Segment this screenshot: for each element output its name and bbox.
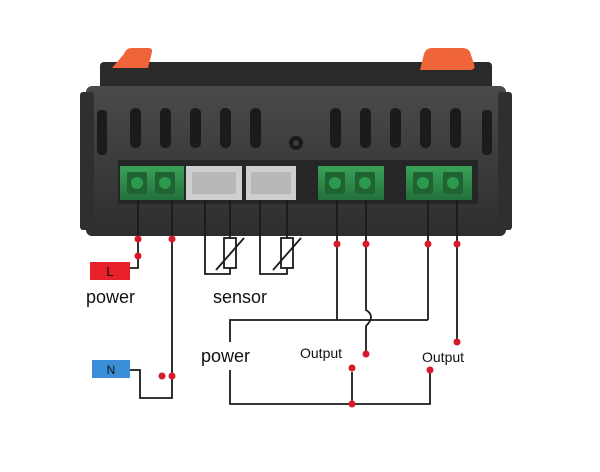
sensor-wire-1 bbox=[204, 200, 231, 275]
sensor-label: sensor bbox=[213, 287, 267, 307]
live-tag-text: L bbox=[106, 264, 113, 279]
sensor-wire-2 bbox=[259, 200, 288, 275]
neutral-wire bbox=[128, 200, 173, 399]
power-bus-bottom bbox=[229, 370, 431, 405]
output-label-2: Output bbox=[422, 349, 464, 365]
controller-housing bbox=[80, 48, 512, 236]
power-bus-top bbox=[229, 319, 428, 342]
thermistor-icon bbox=[215, 237, 245, 271]
mounting-clip-icon bbox=[112, 48, 153, 68]
live-tag: L bbox=[90, 262, 130, 280]
output-wire-b bbox=[365, 200, 372, 354]
terminal-block-icon bbox=[120, 166, 184, 200]
junction-dots bbox=[134, 235, 461, 408]
output-label-1: Output bbox=[300, 345, 342, 361]
wiring bbox=[128, 200, 458, 405]
terminal-block-icon bbox=[318, 166, 384, 200]
sensor-terminal-block bbox=[186, 166, 296, 200]
power-label-mid: power bbox=[201, 346, 250, 366]
live-wire bbox=[130, 200, 139, 269]
thermistor-icon bbox=[272, 237, 302, 271]
power-label-top: power bbox=[86, 287, 135, 307]
neutral-tag: N bbox=[92, 360, 130, 378]
mounting-clip-icon bbox=[420, 48, 475, 70]
terminal-block-icon bbox=[406, 166, 472, 200]
neutral-tag-text: N bbox=[107, 363, 116, 377]
